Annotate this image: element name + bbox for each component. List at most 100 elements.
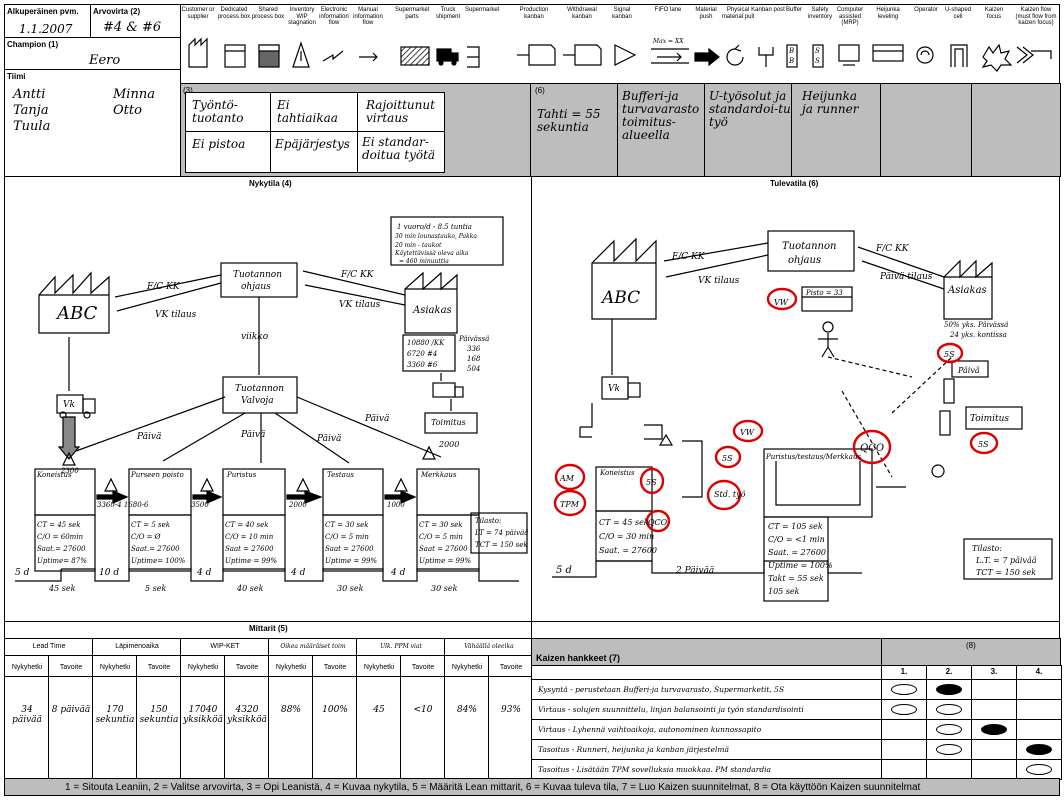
metric-group-header: Ulk. PPM viat (356, 638, 445, 656)
customer-name: Asiakas (412, 305, 452, 316)
legend-label: Computer assisted (MRP) (836, 7, 864, 26)
metric-group-name: Läpimenoaika (115, 643, 159, 650)
empty-cell (971, 83, 1061, 177)
push-arrow-icon (57, 416, 81, 460)
customer-factory (943, 259, 993, 320)
data-box (34, 514, 96, 572)
open-oval-icon (891, 704, 917, 715)
stats-line: TCT = 150 sek (976, 568, 1036, 577)
demand-note-line: 20 min - taukot (394, 242, 442, 249)
kaizen-row: Tasoitus - Runneri, heijunka ja kanban j… (531, 739, 882, 760)
operator-icon (822, 321, 834, 333)
date-value: 1.1.2007 (19, 22, 73, 36)
kaizen-burst-icon (766, 287, 798, 311)
problem-cell: Epäjärjestys (270, 131, 358, 173)
production-kanban-icon (528, 44, 556, 66)
legend-label: Manual information flow (353, 7, 383, 26)
kaizen-row: Tasoitus - Lisätään TPM sovelluksia muok… (531, 759, 882, 780)
svg-text:B: B (788, 57, 794, 65)
metric-group-name: Vähäällä oleeika (464, 643, 514, 650)
metric-col-label: Nykyhetki (275, 664, 307, 671)
demand-day-line: 336 (467, 345, 481, 353)
metric-col-label: Tavoite (411, 664, 435, 671)
legend-label: Electronic information flow (319, 7, 349, 26)
fc-label-2: F/C KK (340, 270, 375, 280)
metric-group-name: Oikea määräiset toim (280, 643, 346, 650)
process-metric: CT = 40 sek (225, 521, 268, 529)
problem-text: Ei standar-doitua työtä (362, 135, 436, 162)
kaizen-mark-cell (926, 699, 972, 720)
kaizen-row-text: Tasoitus - Runneri, heijunka ja kanban j… (538, 745, 729, 754)
kaizen-header: Kaizen hankkeet (7) (531, 638, 882, 666)
stats-line: Tilasto: (972, 544, 1002, 553)
kaizen-mark-cell (926, 739, 972, 760)
metric-value: 170 sekuntia (95, 705, 135, 725)
problem-cell: Työntö-tuotanto (185, 92, 271, 132)
delivery-label: Toimitus (431, 418, 466, 427)
kaizen-label: VW (740, 428, 755, 437)
problem-text: Rajoittunut virtaus (366, 98, 435, 125)
open-oval-icon (936, 744, 962, 755)
legend-label: Customer or supplier (181, 7, 215, 20)
safety-stock-icon (812, 44, 824, 68)
heijunka-icon (872, 44, 904, 62)
champion-cell: Champion (1) Eero (4, 37, 181, 70)
demand-note-box (390, 216, 504, 266)
kaizen-section-label: (8) (966, 641, 976, 650)
machining-metric: Saat. = 27600 (599, 546, 657, 555)
cell-metric: Takt = 55 sek (768, 574, 824, 583)
signal-kanban-icon (614, 44, 637, 66)
svg-text:S: S (815, 57, 820, 65)
cell-metric: CT = 105 sek (768, 522, 823, 531)
process-box-icon (224, 44, 246, 68)
supplier-name: ABC (55, 303, 98, 324)
kaizen-mark-cell (971, 679, 1017, 700)
kaizen-burst-icon (639, 467, 665, 495)
team-member: Antti (13, 87, 46, 102)
kaizen-mark-cell (926, 759, 972, 780)
kaizen-burst-icon (706, 479, 742, 511)
future-state-panel: Tulevatila (6) (531, 176, 1060, 622)
process-metric: CT = 45 sek (37, 521, 80, 529)
fifo-sub: Max = XX (652, 38, 684, 45)
process-metric: C/O = 5 min (419, 533, 463, 541)
stats-box (963, 538, 1053, 580)
team-member: Tuula (13, 119, 51, 134)
metric-group-name: Lead Time (32, 643, 66, 650)
stream-label: Arvovirta (2) (93, 7, 141, 16)
timeline-day: 4 d (290, 568, 306, 578)
demand-note-line: = 460 minuuttia (399, 258, 449, 265)
customer-fc: F/C KK (875, 244, 910, 254)
cell-metric: Uptime = 100% (768, 561, 833, 570)
cell-metric: 105 sek (768, 587, 800, 596)
stream-value: #4 & #6 (103, 20, 162, 35)
metrics-title: Mittarit (5) (249, 624, 288, 633)
machining-metric: C/O = 30 min (599, 532, 654, 541)
process-name: Koneistus (36, 471, 72, 479)
metric-col-label: Tavoite (499, 664, 523, 671)
kaizen-label: 5S (944, 350, 955, 359)
timeline-sec: 45 sek (48, 584, 76, 593)
open-oval-icon (936, 704, 962, 715)
legend-label: Operator (914, 7, 938, 13)
current-state-panel: Nykytila (4) (4, 176, 532, 622)
kaizen-burst-icon (981, 43, 1013, 72)
kaizen-row: Virtaus - solujen suunnittelu, linjan ba… (531, 699, 882, 720)
data-box (416, 514, 480, 572)
timeline-sec: 5 sek (145, 584, 166, 593)
demand-table-box (402, 334, 456, 372)
timeline-sec: 30 sek (337, 584, 364, 593)
metric-col-header: Tavoite (400, 655, 445, 677)
legend-label: Supermarket (465, 7, 500, 13)
legend-label: Truck shipment (435, 7, 461, 20)
customer-truck-icon (432, 382, 456, 398)
open-oval-icon (936, 724, 962, 735)
operator-icon (916, 46, 934, 64)
customer-truck-icon (951, 360, 989, 378)
delivery-box (424, 412, 478, 434)
process-metric: CT = 30 sek (325, 521, 368, 529)
daily-label: Päivä (316, 434, 341, 444)
legend-label: Dedicated process box (217, 7, 251, 20)
metric-value-cell: 17040 yksikköä (180, 676, 225, 779)
filled-oval-icon (1026, 744, 1052, 755)
